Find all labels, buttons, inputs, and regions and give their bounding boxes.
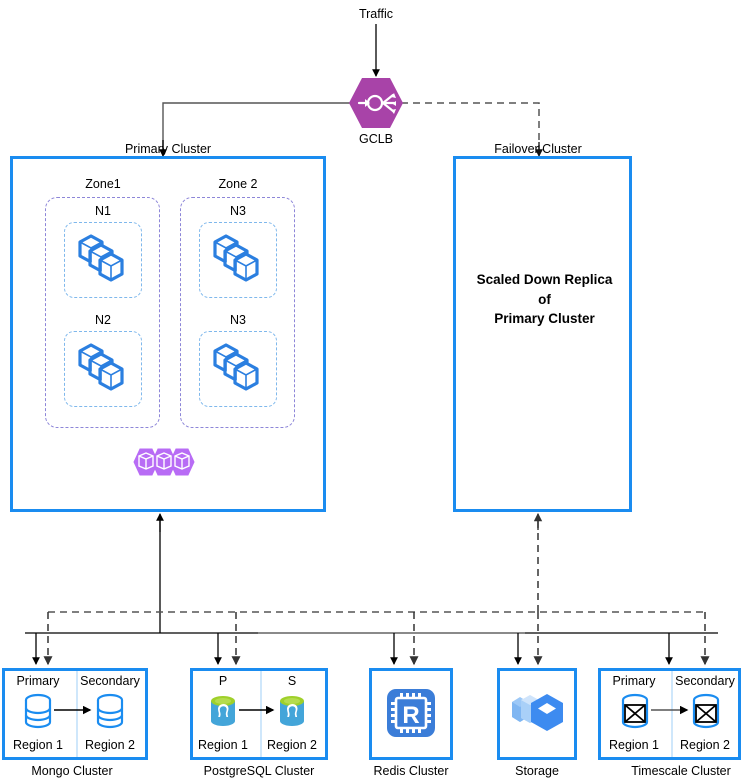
timescale-secondary-region: Region 2 [679, 738, 731, 752]
mongo-cluster-title: Mongo Cluster [31, 764, 113, 778]
failover-line-1: Scaled Down Replica [476, 272, 613, 287]
postgres-elephant-icon [207, 692, 239, 730]
gclb-icon[interactable] [348, 76, 404, 130]
traffic-label: Traffic [358, 7, 394, 21]
storage-title: Storage [515, 764, 559, 778]
zone-box-1[interactable] [45, 197, 160, 428]
failover-cluster-box[interactable] [453, 156, 632, 512]
timescale-secondary-role: Secondary [675, 674, 735, 688]
region-divider [76, 671, 78, 757]
mongo-secondary-role: Secondary [80, 674, 140, 688]
failover-cluster-body: Scaled Down Replica of Primary Cluster [457, 270, 632, 329]
node-box-n3-b[interactable] [199, 331, 277, 407]
redis-chip-icon: R [383, 681, 439, 747]
mongo-primary-role: Primary [16, 674, 60, 688]
storage-cubes-icon [508, 684, 568, 744]
failover-line-2: of [538, 291, 551, 307]
region-divider [671, 671, 673, 757]
replication-arrow [239, 705, 275, 715]
failover-line-3: Primary Cluster [494, 311, 595, 327]
timescale-cylinder-icon [690, 692, 722, 730]
database-cylinder-icon [22, 692, 54, 730]
cube-stack-icon [209, 232, 267, 288]
svg-text:R: R [402, 702, 419, 729]
dashed-failover-bus [43, 512, 710, 666]
node-box-n2[interactable] [64, 331, 142, 407]
cube-stack-icon [74, 232, 132, 288]
replication-arrow [651, 705, 689, 715]
node-label-n1: N1 [95, 204, 111, 218]
gclb-label: GCLB [358, 132, 394, 146]
timescale-cylinder-icon [619, 692, 651, 730]
timescale-primary-role: Primary [612, 674, 656, 688]
timescale-cluster-title: Timescale Cluster [631, 764, 731, 778]
database-cylinder-icon [94, 692, 126, 730]
zone-label-1: Zone1 [85, 177, 121, 191]
failover-cluster-label: Failover Cluster [494, 142, 582, 156]
postgres-elephant-icon [276, 692, 308, 730]
timescale-primary-region: Region 1 [608, 738, 660, 752]
zone-box-2[interactable] [180, 197, 295, 428]
postgres-secondary-region: Region 2 [266, 738, 318, 752]
node-label-n2: N2 [95, 313, 111, 327]
redis-cluster-title: Redis Cluster [373, 764, 449, 778]
primary-cluster-label: Primary Cluster [124, 142, 212, 156]
cube-stack-icon [74, 341, 132, 397]
postgres-primary-region: Region 1 [197, 738, 249, 752]
node-label-n3-b: N3 [230, 313, 246, 327]
postgres-secondary-role: S [287, 674, 297, 688]
region-divider [260, 671, 262, 757]
node-box-n1[interactable] [64, 222, 142, 298]
cube-stack-icon [209, 341, 267, 397]
mongo-secondary-region: Region 2 [84, 738, 136, 752]
mongo-primary-region: Region 1 [12, 738, 64, 752]
node-box-n3-a[interactable] [199, 222, 277, 298]
postgres-primary-role: P [218, 674, 228, 688]
postgres-cluster-title: PostgreSQL Cluster [203, 764, 315, 778]
purple-hexagon-cubes-icon [130, 446, 206, 486]
replication-arrow [54, 705, 92, 715]
node-label-n3-a: N3 [230, 204, 246, 218]
zone-label-2: Zone 2 [218, 177, 258, 191]
solid-data-bus [25, 512, 718, 666]
